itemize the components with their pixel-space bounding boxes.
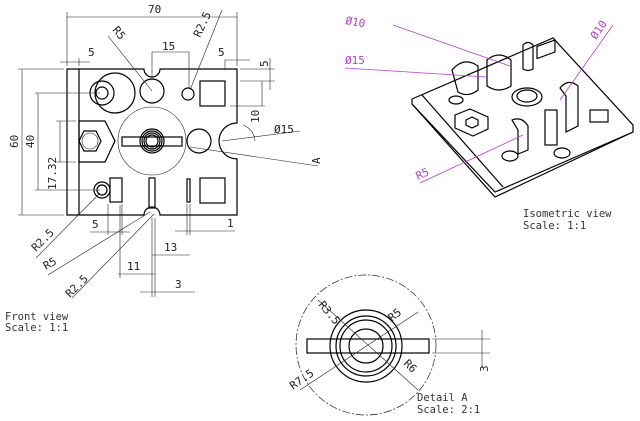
hex-socket-circle bbox=[81, 132, 99, 150]
iso-counterbore bbox=[448, 95, 464, 105]
iso-view-scale: Scale: 1:1 bbox=[523, 220, 586, 232]
detail-wing bbox=[306, 338, 430, 354]
hex-socket bbox=[78, 130, 102, 152]
dim-top-r2-5: R2.5 bbox=[191, 10, 214, 40]
iso-cylinder-d10 bbox=[486, 54, 512, 91]
detail-dim-r5: R5 bbox=[386, 306, 405, 324]
iso-ring-boss bbox=[511, 87, 543, 107]
iso-square-pocket-1 bbox=[536, 39, 556, 60]
iso-curved-rib bbox=[511, 118, 529, 155]
detail-dimension-lines bbox=[299, 299, 490, 391]
dim-top-r5: R5 bbox=[110, 24, 128, 42]
front-view: 70 5 15 R5 R2.5 5 5 10 Ø15 60 40 17.32 A… bbox=[5, 3, 323, 334]
dim-bottom-5: 5 bbox=[92, 218, 99, 231]
iso-notch-hole bbox=[553, 147, 571, 159]
dim-height-60: 60 bbox=[8, 135, 21, 148]
cylinder-boss bbox=[94, 72, 136, 114]
square-pocket-bottom bbox=[199, 177, 226, 204]
dim-height-40: 40 bbox=[24, 135, 37, 148]
iso-leaders bbox=[344, 24, 614, 184]
cylinder-d10 bbox=[186, 128, 212, 154]
isometric-view: Ø10 Ø15 Ø10 R5 Isometric view Scale: 1:1 bbox=[344, 14, 634, 232]
rib-block bbox=[109, 177, 123, 203]
dim-bottom-13: 13 bbox=[164, 241, 177, 254]
detail-view-scale: Scale: 2:1 bbox=[417, 404, 480, 416]
detail-a-circle bbox=[117, 106, 187, 176]
dim-width-70: 70 bbox=[148, 3, 161, 16]
pin-hole bbox=[181, 87, 195, 101]
detail-dim-r6: R6 bbox=[401, 357, 420, 376]
slot-thin bbox=[186, 178, 191, 203]
detail-dim-3: 3 bbox=[478, 365, 491, 372]
iso-pin bbox=[522, 41, 534, 72]
dim-hex-17-32: 17.32 bbox=[46, 157, 59, 190]
plate-outline bbox=[66, 68, 238, 216]
detail-ring-r7-5 bbox=[329, 309, 403, 383]
dim-spacing-15: 15 bbox=[162, 40, 175, 53]
iso-edge-strip bbox=[421, 94, 504, 188]
square-pocket-top bbox=[199, 80, 226, 107]
wing bbox=[121, 136, 183, 147]
dim-bottom-r2-5-a: R2.5 bbox=[29, 226, 57, 254]
iso-dim-dia-15: Ø15 bbox=[345, 54, 365, 67]
iso-cylinder-d10-right bbox=[559, 81, 579, 133]
detail-ring-r3-5 bbox=[348, 328, 384, 364]
iso-ring-inner bbox=[516, 89, 538, 103]
ring-2 bbox=[141, 130, 163, 152]
iso-square-pocket-2 bbox=[589, 109, 609, 123]
iso-rib bbox=[544, 109, 558, 146]
dim-left-5: 5 bbox=[88, 46, 95, 59]
iso-hex-socket bbox=[465, 116, 479, 129]
ring-inner bbox=[145, 134, 159, 148]
dim-right-5: 5 bbox=[218, 46, 225, 59]
iso-cylinder-d15 bbox=[451, 61, 479, 96]
slot-center bbox=[148, 177, 156, 209]
front-view-title: Front view bbox=[5, 311, 69, 323]
ring-3 bbox=[143, 132, 161, 150]
iso-plate-side bbox=[411, 103, 634, 198]
section-marker-a: A bbox=[310, 157, 323, 164]
iso-hole-bottom bbox=[501, 150, 519, 162]
dim-bottom-11: 11 bbox=[127, 260, 140, 273]
ring-outer bbox=[139, 128, 165, 154]
detail-ring-r5 bbox=[339, 319, 393, 373]
detail-a-view: R3.5 R5 R7.5 R6 3 Detail A Scale: 2:1 bbox=[287, 274, 491, 416]
front-view-scale: Scale: 1:1 bbox=[5, 322, 68, 334]
iso-hex-block bbox=[454, 108, 489, 137]
dim-bottom-r5: R5 bbox=[41, 255, 59, 273]
dimension-lines bbox=[18, 9, 319, 299]
dim-right-10: 10 bbox=[249, 110, 262, 123]
detail-boundary bbox=[295, 274, 437, 416]
dim-bottom-1: 1 bbox=[227, 217, 234, 230]
dim-bottom-3: 3 bbox=[175, 278, 182, 291]
dim-bottom-r2-5-b: R2.5 bbox=[63, 272, 91, 300]
iso-dim-dia-10-left: Ø10 bbox=[344, 14, 366, 30]
dim-right-vert-5: 5 bbox=[258, 60, 271, 67]
hex-block bbox=[78, 120, 116, 163]
iso-dim-dia-10-right: Ø10 bbox=[588, 18, 610, 42]
iso-dim-r5: R5 bbox=[414, 165, 432, 182]
detail-view-title: Detail A bbox=[417, 392, 468, 404]
detail-ring-r6 bbox=[335, 315, 397, 377]
dim-notch-dia-15: Ø15 bbox=[274, 123, 294, 136]
iso-view-title: Isometric view bbox=[523, 208, 612, 220]
